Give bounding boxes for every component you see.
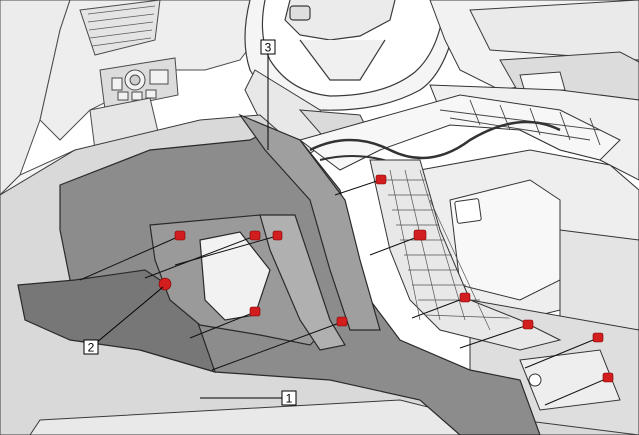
callout-1: 1 bbox=[281, 390, 297, 406]
fastener-marker bbox=[336, 316, 348, 327]
center-stack-upper bbox=[429, 0, 639, 101]
fastener-marker bbox=[413, 229, 427, 241]
fastener-marker bbox=[249, 306, 261, 317]
fastener-marker bbox=[174, 230, 186, 241]
callout-label-3: 3 bbox=[265, 41, 272, 55]
fastener-marker bbox=[602, 372, 614, 383]
fastener-marker bbox=[375, 174, 387, 185]
console-slot bbox=[454, 198, 482, 224]
callout-2: 2 bbox=[83, 339, 99, 355]
callout-label-2: 2 bbox=[88, 341, 95, 355]
callout-leaders bbox=[95, 52, 282, 399]
fastener-marker bbox=[522, 319, 534, 330]
fastener-marker bbox=[272, 230, 283, 241]
air-vent bbox=[79, 0, 161, 56]
fastener-leader-lines bbox=[79, 179, 609, 406]
callout-label-1: 1 bbox=[286, 392, 293, 406]
knee-bolster-lower bbox=[17, 269, 216, 373]
clip-fastener-item-2 bbox=[158, 277, 172, 291]
fastener-marker bbox=[249, 230, 261, 241]
steering-wheel bbox=[244, 0, 461, 111]
honeycomb-bracket bbox=[369, 159, 562, 351]
fasteners bbox=[158, 174, 614, 383]
fastener-marker bbox=[592, 332, 604, 343]
wiring-harness bbox=[309, 120, 561, 160]
fastener-marker bbox=[459, 292, 471, 303]
knee-bolster-panel bbox=[17, 113, 541, 435]
callout-3: 3 bbox=[260, 39, 276, 55]
